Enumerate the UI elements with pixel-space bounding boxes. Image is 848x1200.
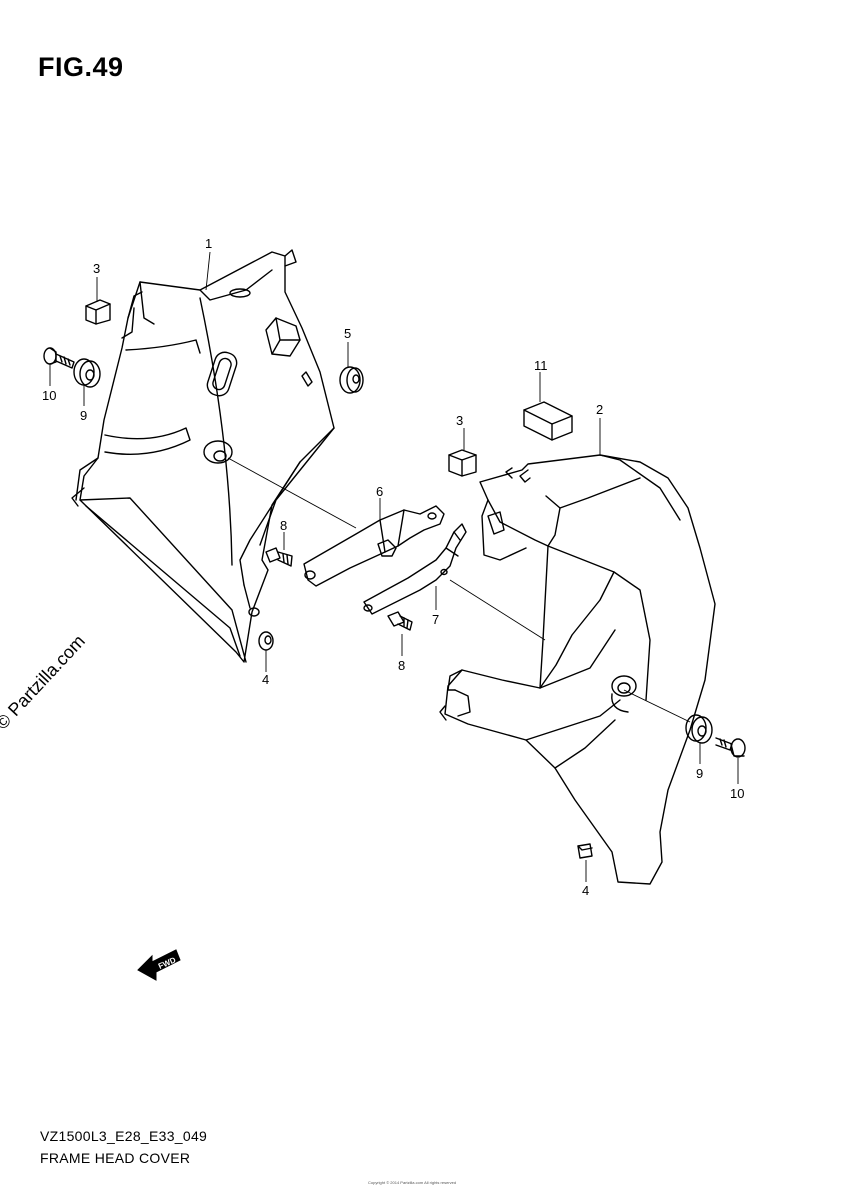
callout-3-right: 3 (456, 413, 463, 428)
callout-7: 7 (432, 612, 439, 627)
part-4-plug-left (258, 631, 274, 651)
part-1-left-cover (71, 249, 335, 663)
callout-10-left: 10 (42, 388, 56, 403)
figure-name: FRAME HEAD COVER (40, 1150, 191, 1166)
part-5-grommet (339, 366, 364, 394)
figure-label: FIG.49 (38, 52, 124, 82)
part-8-bolt-lower (387, 611, 413, 631)
copyright-fine-print: Copyright © 2014 Partzilla.com All right… (368, 1180, 457, 1185)
part-6-bracket (303, 505, 445, 587)
callout-4-left: 4 (262, 672, 269, 687)
part-3-cushion-right (448, 449, 477, 477)
leader-lines (49, 251, 739, 882)
callout-3-left: 3 (93, 261, 100, 276)
callout-4-right: 4 (582, 883, 589, 898)
callout-2: 2 (596, 402, 603, 417)
part-2-right-cover (439, 454, 716, 885)
callout-8-upper: 8 (280, 518, 287, 533)
part-11-pad (523, 401, 573, 441)
fwd-arrow-icon: FWD (137, 949, 181, 981)
callout-10-right: 10 (730, 786, 744, 801)
part-10-bolt-left (43, 347, 75, 369)
callout-11: 11 (534, 358, 548, 373)
part-3-cushion-left (85, 299, 111, 325)
part-7-bracket (363, 523, 467, 615)
callout-9-left: 9 (80, 408, 87, 423)
callout-6: 6 (376, 484, 383, 499)
callout-8-lower: 8 (398, 658, 405, 673)
callout-5: 5 (344, 326, 351, 341)
part-4-plug-right (577, 843, 593, 859)
part-9-grommet-right (685, 714, 713, 744)
callout-labels: 1 2 3 3 4 4 5 6 7 8 8 9 9 10 10 11 (42, 236, 744, 898)
part-8-bolt-upper (265, 547, 293, 567)
callout-1: 1 (205, 236, 212, 251)
part-10-bolt-right (715, 737, 746, 758)
callout-9-right: 9 (696, 766, 703, 781)
figure-model-code: VZ1500L3_E28_E33_049 (40, 1128, 208, 1144)
part-9-grommet-left (73, 358, 101, 388)
